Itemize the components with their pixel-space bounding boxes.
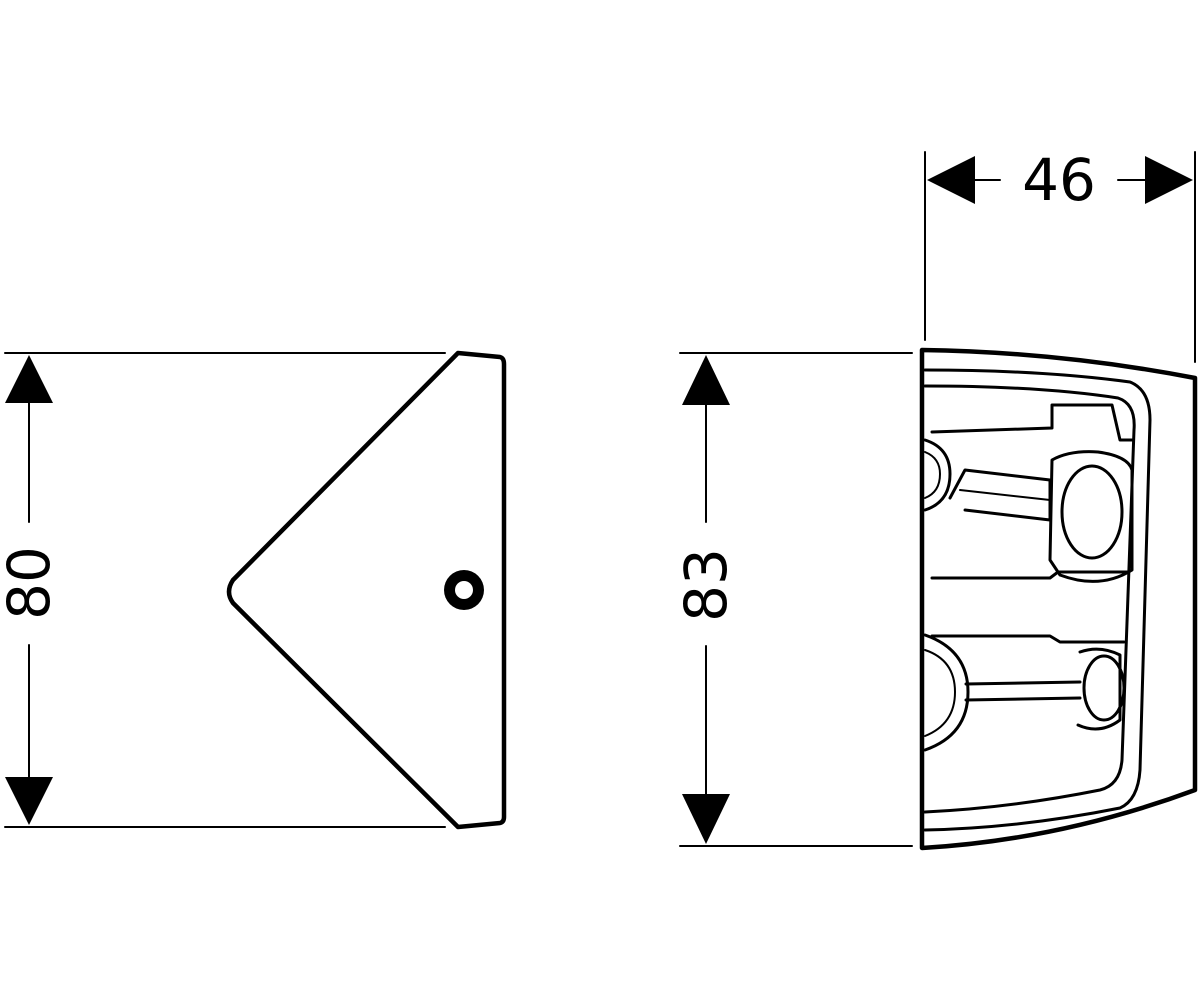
side-height-label: 83: [672, 548, 740, 622]
side-upper-bracket-diagonal: [948, 468, 1052, 522]
side-depth-label: 46: [1022, 146, 1096, 214]
front-height-arrow-up-icon: [5, 355, 53, 403]
side-lower-notch-inner: [924, 649, 956, 737]
side-middle-rib: [930, 570, 1130, 580]
side-upper-bracket-line: [959, 489, 1051, 501]
side-body-outline: [919, 347, 1198, 851]
front-body-outline: [226, 350, 507, 830]
side-lower-notch: [923, 633, 970, 752]
front-view: 80: [0, 350, 507, 830]
side-inner-frame: [923, 384, 1136, 814]
side-large-hole-icon: [1060, 464, 1124, 560]
side-view: 83 46: [672, 146, 1198, 851]
side-height-arrow-down-icon: [682, 794, 730, 844]
side-middle-rib-lower: [930, 634, 1126, 644]
side-small-hole-icon: [1082, 654, 1126, 722]
side-lower-boss: [1076, 647, 1122, 731]
side-height-arrow-up-icon: [682, 355, 730, 405]
side-upper-notch: [923, 438, 952, 512]
front-mounting-hole-inner-icon: [455, 581, 473, 599]
side-upper-bracket: [930, 403, 1134, 442]
side-lower-rib-2: [964, 696, 1082, 702]
side-depth-arrow-right-icon: [1145, 156, 1193, 204]
side-lower-rib: [964, 680, 1082, 686]
side-large-boss: [1048, 450, 1134, 583]
side-shell-rim: [923, 368, 1152, 832]
front-height-arrow-down-icon: [5, 777, 53, 825]
side-upper-notch-inner: [924, 451, 941, 499]
side-depth-arrow-left-icon: [927, 156, 975, 204]
front-height-label: 80: [0, 546, 63, 620]
